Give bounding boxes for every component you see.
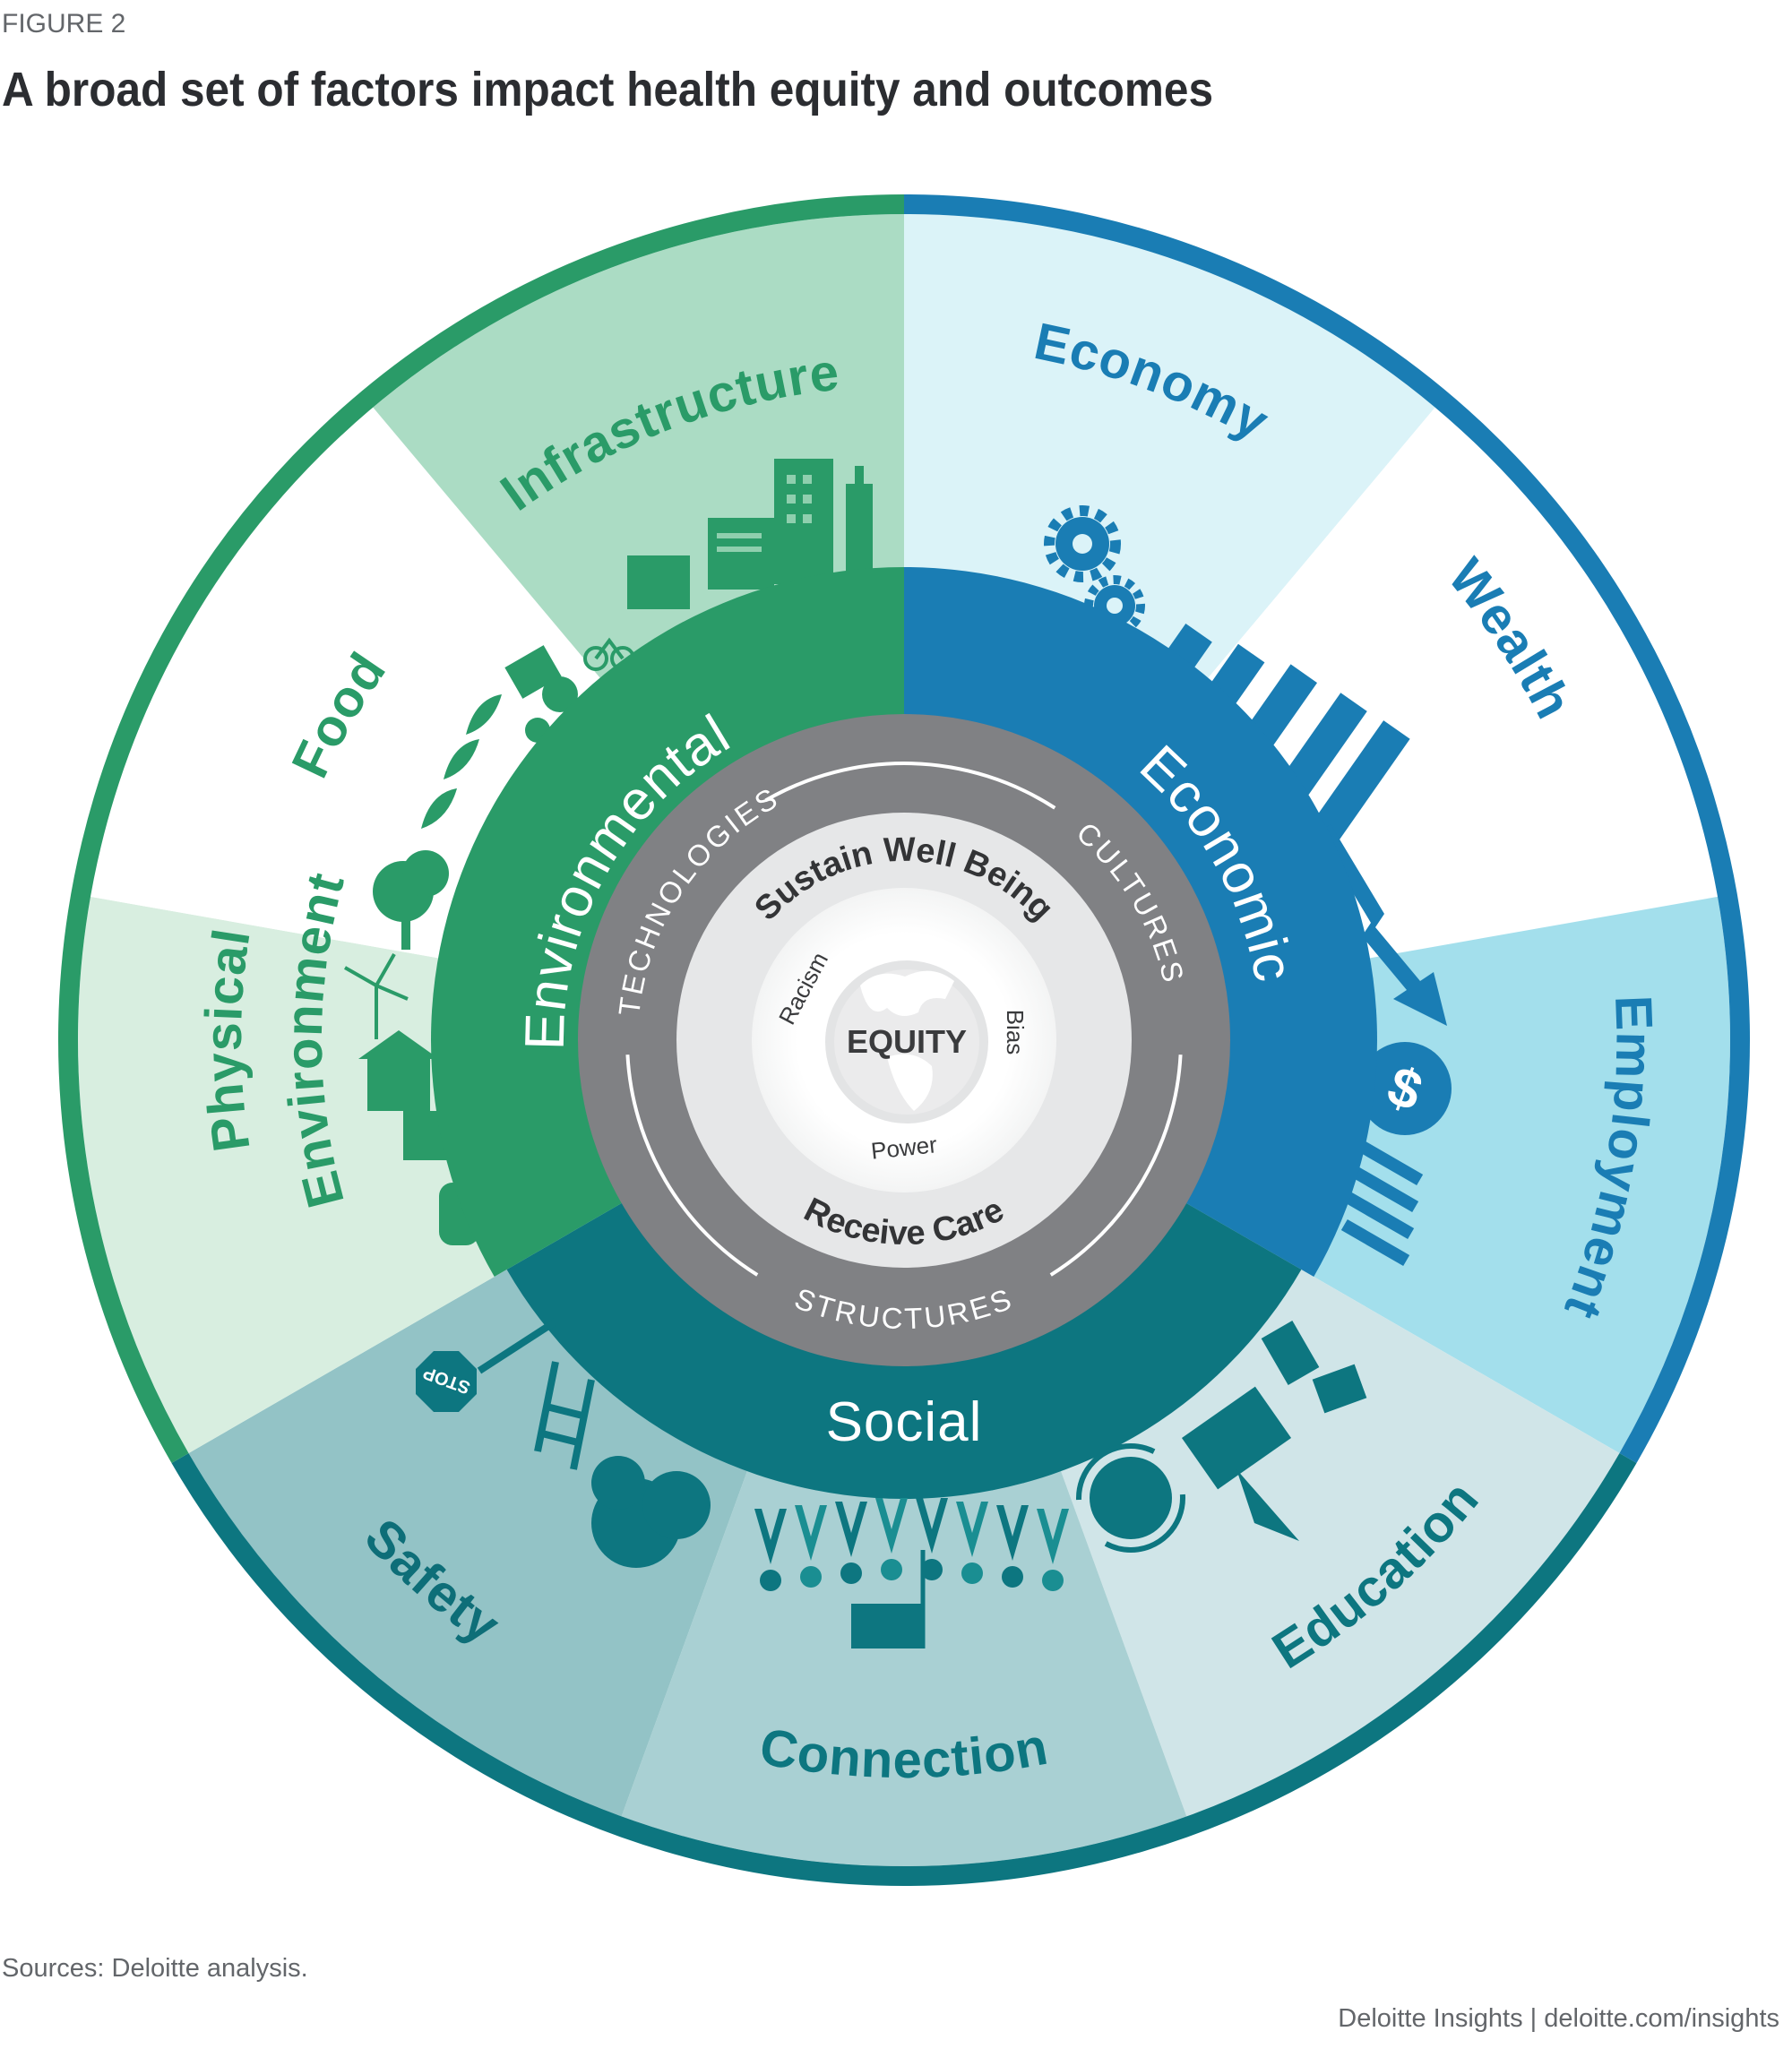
- city-buildings-icon: [627, 459, 873, 609]
- drivers-ring-divider-arc: [764, 762, 1056, 810]
- person-head-icon: [1042, 1570, 1064, 1591]
- ladder-icon: [534, 1361, 595, 1470]
- figure-label: FIGURE 2: [2, 9, 125, 39]
- outer-ring-social: [171, 1452, 1637, 1886]
- person-body-icon: [835, 1502, 867, 1557]
- wind-turbine-icon: [344, 953, 409, 1039]
- source-note: Sources: Deloitte analysis.: [2, 1954, 308, 1983]
- person-head-icon: [760, 1570, 781, 1591]
- drivers-ring-divider-arc: [625, 1055, 759, 1277]
- person-head-icon: [1002, 1566, 1023, 1588]
- environmental-icons: [344, 459, 873, 1245]
- person-body-icon: [996, 1505, 1029, 1561]
- flag-icon: [851, 1550, 926, 1648]
- tree-icon: [591, 1456, 711, 1568]
- outer-domain-ring: [58, 194, 1750, 1886]
- social-icons: STOP: [416, 1318, 1367, 1648]
- person-body-icon: [795, 1505, 827, 1561]
- tree-icon: [373, 850, 449, 950]
- coin-stack-icon: [1340, 1138, 1424, 1267]
- tractor-icon: [504, 645, 578, 743]
- barrier-label-bias: Bias: [1002, 1010, 1029, 1055]
- person-head-icon: [961, 1562, 983, 1584]
- school-icon: [1181, 1386, 1299, 1541]
- person-head-icon: [840, 1562, 862, 1584]
- domain-label-social: Social: [826, 1391, 983, 1453]
- person-head-icon: [800, 1566, 822, 1588]
- drivers-ring-arcs: [625, 762, 1183, 1277]
- person-body-icon: [916, 1498, 948, 1554]
- outer-ring-environmental: [58, 194, 905, 1463]
- person-body-icon: [754, 1509, 787, 1564]
- publisher-credit: Deloitte Insights | deloitte.com/insight…: [1338, 2004, 1779, 2033]
- person-body-icon: [1037, 1509, 1069, 1564]
- plant-icon: [421, 694, 502, 829]
- gear-icon: [1044, 505, 1121, 582]
- people-chain-icon: [754, 1498, 1069, 1591]
- trend-arrow-icon: [1317, 824, 1447, 1026]
- factor-label-physical: Physical: [194, 925, 262, 1155]
- figure-title: A broad set of factors impact health equ…: [2, 63, 1213, 116]
- outer-ring-economic: [903, 194, 1750, 1463]
- person-body-icon: [956, 1502, 988, 1557]
- drivers-ring-divider-arc: [1049, 1055, 1183, 1277]
- globe-icon: [1076, 1443, 1185, 1553]
- desk-worker-icon: [1261, 1321, 1367, 1414]
- globe-icon: [825, 960, 988, 1123]
- core-label-equity: EQUITY: [847, 1023, 967, 1060]
- dollar-coin-icon: $: [1358, 1042, 1452, 1135]
- economic-icons: $: [1044, 505, 1452, 1267]
- person-body-icon: [875, 1498, 908, 1554]
- person-head-icon: [881, 1559, 902, 1580]
- person-head-icon: [921, 1559, 943, 1580]
- stop-sign-icon: STOP: [416, 1318, 558, 1412]
